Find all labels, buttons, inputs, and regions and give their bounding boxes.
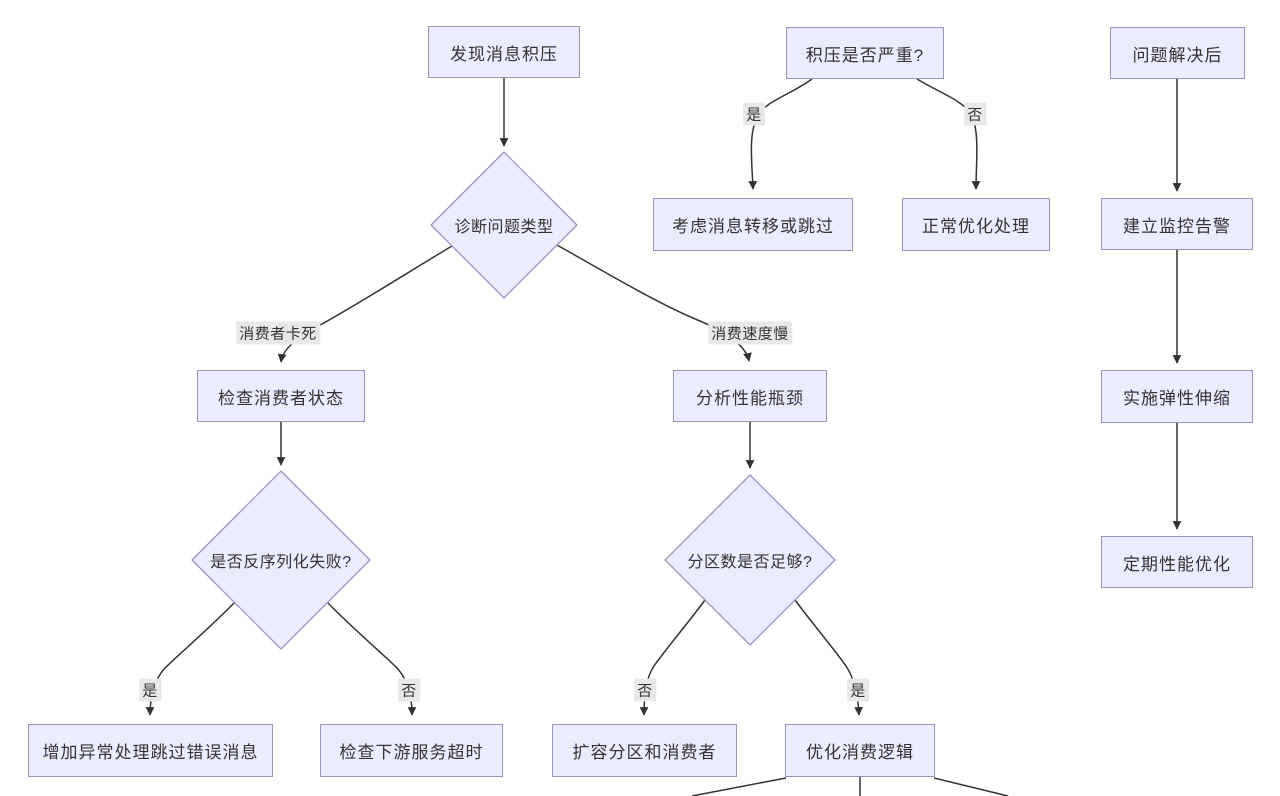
node-optimize-consume-logic: 优化消费逻辑	[785, 724, 935, 777]
node-periodic-performance-tuning: 定期性能优化	[1101, 536, 1253, 588]
node-check-consumer-status: 检查消费者状态	[197, 370, 365, 422]
node-after-problem-solved-label: 问题解决后	[1132, 45, 1223, 65]
node-optimize-consume-logic-label: 优化消费逻辑	[806, 743, 914, 762]
node-backlog-severe-label: 积压是否严重?	[805, 45, 925, 65]
node-scale-partitions-consumers: 扩容分区和消费者	[552, 724, 737, 777]
node-add-exception-handling: 增加异常处理跳过错误消息	[28, 724, 273, 777]
node-check-consumer-status-label: 检查消费者状态	[218, 388, 344, 408]
edge-label-deserial-yes: 是	[139, 678, 161, 702]
edge-label-consumer-stuck: 消费者卡死	[236, 321, 320, 345]
node-check-downstream-timeout-label: 检查下游服务超时	[339, 743, 484, 762]
node-normal-optimization-label: 正常优化处理	[922, 217, 1030, 236]
edge-diagnose-to-check-consumer	[277, 245, 453, 363]
node-analyze-bottleneck: 分析性能瓶颈	[673, 370, 827, 422]
edge-severe-no	[916, 78, 981, 190]
edge-severe-yes	[748, 78, 813, 190]
edge-label-severe-yes: 是	[743, 102, 765, 126]
node-analyze-bottleneck-label: 分析性能瓶颈	[696, 388, 804, 408]
node-periodic-performance-tuning-label: 定期性能优化	[1123, 554, 1231, 574]
node-diagnose-problem-type	[430, 151, 578, 299]
node-partitions-enough-label: 分区数是否足够?	[687, 554, 813, 571]
node-after-problem-solved: 问题解决后	[1110, 27, 1245, 79]
node-backlog-severe: 积压是否严重?	[786, 27, 944, 79]
edge-label-partition-yes: 是	[847, 678, 869, 702]
node-discover-backlog: 发现消息积压	[428, 26, 580, 78]
node-setup-monitoring-alerts: 建立监控告警	[1101, 198, 1253, 250]
node-deserialization-failed-label: 是否反序列化失败?	[210, 554, 352, 571]
edge-deserial-yes	[145, 601, 236, 716]
edge-label-deserial-no: 否	[398, 678, 420, 702]
edge-label-severe-no: 否	[964, 102, 986, 126]
node-deserialization-failed	[191, 470, 371, 650]
edge-label-partition-no: 否	[634, 678, 656, 702]
node-normal-optimization: 正常优化处理	[902, 198, 1050, 251]
edge-diagnose-to-analyze	[556, 244, 752, 362]
node-implement-elastic-scaling-label: 实施弹性伸缩	[1123, 389, 1231, 408]
node-check-downstream-timeout: 检查下游服务超时	[320, 724, 503, 777]
node-partitions-enough	[664, 474, 836, 646]
edges-layer	[145, 78, 1182, 796]
edge-optimize-out-left	[691, 777, 787, 796]
edge-optimize-out-right	[933, 777, 1009, 796]
node-scale-partitions-consumers-label: 扩容分区和消费者	[572, 743, 717, 762]
node-consider-transfer-skip-label: 考虑消息转移或跳过	[672, 217, 834, 236]
node-diagnose-problem-type-label: 诊断问题类型	[454, 219, 554, 236]
node-consider-transfer-skip: 考虑消息转移或跳过	[653, 198, 853, 251]
node-implement-elastic-scaling: 实施弹性伸缩	[1101, 370, 1253, 423]
diamonds-layer	[191, 151, 836, 650]
edge-label-slow-consumption: 消费速度慢	[708, 321, 792, 345]
node-add-exception-handling-label: 增加异常处理跳过错误消息	[42, 743, 259, 762]
node-discover-backlog-label: 发现消息积压	[450, 44, 558, 64]
node-setup-monitoring-alerts-label: 建立监控告警	[1123, 216, 1231, 236]
